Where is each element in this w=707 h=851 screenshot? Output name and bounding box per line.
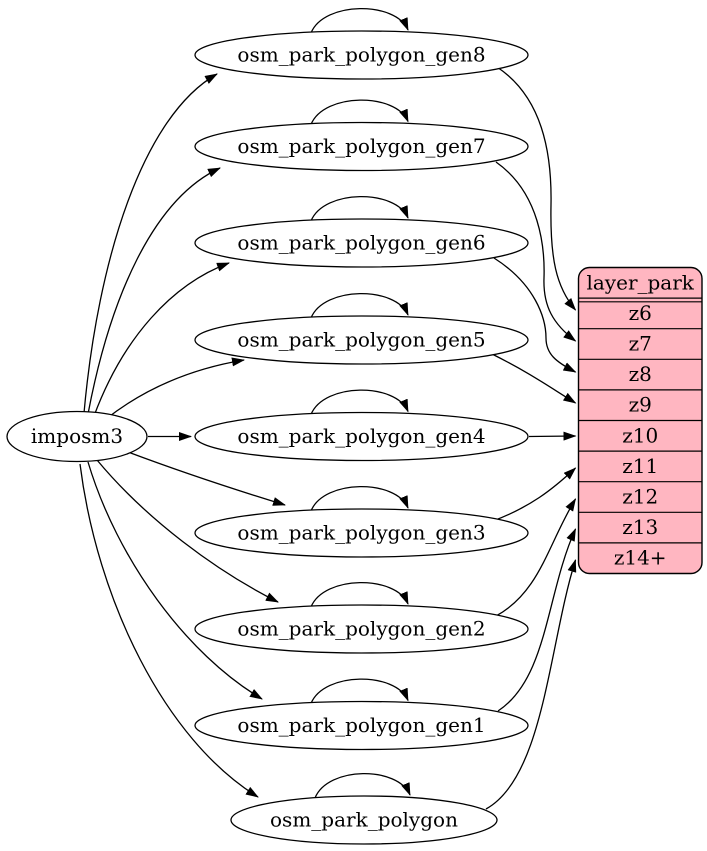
- edge-gen5-z9: [491, 353, 577, 404]
- gen3-label: osm_park_polygon_gen3: [237, 521, 485, 545]
- gen4-ellipse: [194, 411, 529, 462]
- edge-imposm3-polygon: [79, 463, 259, 798]
- edge-gen8-z6: [496, 66, 577, 311]
- table-row-z7: z7: [629, 332, 652, 356]
- self-loops: [310, 7, 411, 799]
- imposm3-ellipse: [6, 410, 148, 463]
- node-osm-park-polygon-gen8: osm_park_polygon_gen8: [194, 30, 529, 80]
- gen4-label: osm_park_polygon_gen4: [237, 424, 485, 448]
- edge-gen3-z11: [492, 467, 577, 522]
- node-osm-park-polygon-gen7: osm_park_polygon_gen7: [194, 121, 529, 172]
- gen6-ellipse: [194, 218, 529, 268]
- polygon-label: osm_park_polygon: [270, 808, 458, 832]
- edge-imposm3-gen8: [83, 73, 218, 414]
- node-osm-park-polygon-gen6: osm_park_polygon_gen6: [194, 218, 529, 268]
- gen3-ellipse: [194, 508, 529, 558]
- edge-imposm3-gen7: [87, 167, 221, 415]
- node-osm-park-polygon-gen3: osm_park_polygon_gen3: [194, 508, 529, 558]
- edge-polygon-z14: [485, 559, 577, 810]
- edge-gen4-z10: [528, 431, 577, 441]
- gen7-ellipse: [194, 121, 529, 172]
- table-row-z13: z13: [622, 515, 658, 539]
- gen5-ellipse: [194, 315, 529, 365]
- table-row-z6: z6: [629, 301, 652, 325]
- gen6-label: osm_park_polygon_gen6: [237, 231, 485, 255]
- edge-imposm3-gen6: [93, 262, 230, 417]
- table-header: layer_park: [586, 271, 694, 295]
- self-loop-gen5: [310, 292, 409, 319]
- node-osm-park-polygon-gen4: osm_park_polygon_gen4: [194, 411, 529, 462]
- edges-to-layer: [485, 66, 577, 810]
- edge-gen2-z12: [495, 498, 577, 617]
- imposm3-label: imposm3: [31, 424, 123, 448]
- table-row-z10: z10: [622, 423, 658, 447]
- self-loop-gen1: [310, 678, 409, 704]
- edge-gen7-z7: [495, 161, 577, 342]
- edge-imposm3-gen1: [87, 461, 263, 700]
- gen1-label: osm_park_polygon_gen1: [237, 713, 485, 737]
- node-osm-park-polygon-gen1: osm_park_polygon_gen1: [194, 700, 529, 751]
- table-row-z11: z11: [622, 454, 658, 478]
- gen8-ellipse: [194, 30, 529, 80]
- gen5-label: osm_park_polygon_gen5: [237, 328, 485, 352]
- node-osm-park-polygon: osm_park_polygon: [230, 795, 498, 845]
- edge-gen6-z8: [493, 257, 577, 373]
- table-row-z9: z9: [629, 393, 652, 417]
- edge-imposm3-gen5: [105, 357, 245, 420]
- self-loop-gen4: [310, 389, 409, 415]
- gen2-label: osm_park_polygon_gen2: [237, 617, 485, 641]
- self-loop-gen8: [310, 7, 409, 34]
- table-row-z8: z8: [629, 362, 652, 386]
- layer-park-table: layer_park z6 z7 z8 z9 z10 z11 z12 z13 z…: [577, 266, 703, 575]
- gen2-ellipse: [194, 604, 529, 654]
- table-row-z12: z12: [622, 485, 658, 509]
- self-loop-gen2: [310, 581, 409, 608]
- node-imposm3: imposm3: [6, 410, 148, 463]
- table-row-z14: z14+: [614, 546, 667, 570]
- edge-gen1-z13: [497, 528, 577, 712]
- gen7-label: osm_park_polygon_gen7: [237, 134, 485, 158]
- gen8-label: osm_park_polygon_gen8: [237, 43, 485, 67]
- self-loop-polygon: [314, 772, 411, 799]
- polygon-ellipse: [230, 795, 498, 845]
- edges-from-source: [79, 73, 286, 798]
- edge-imposm3-gen2: [96, 459, 279, 603]
- edge-imposm3-gen3: [127, 451, 286, 506]
- self-loop-gen7: [310, 99, 409, 125]
- self-loop-gen6: [310, 195, 409, 222]
- self-loop-gen3: [310, 485, 409, 512]
- node-osm-park-polygon-gen5: osm_park_polygon_gen5: [194, 315, 529, 365]
- gen1-ellipse: [194, 700, 529, 751]
- node-osm-park-polygon-gen2: osm_park_polygon_gen2: [194, 604, 529, 654]
